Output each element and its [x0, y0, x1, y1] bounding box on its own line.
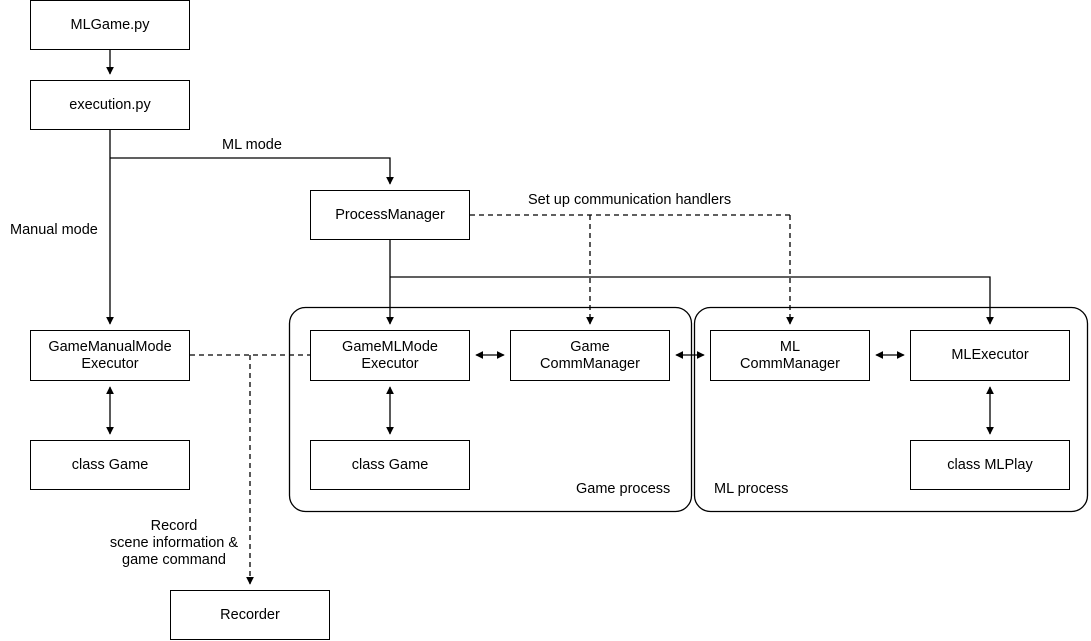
node-ml-class-game[interactable]: class Game	[310, 440, 470, 490]
node-ml-executor[interactable]: MLExecutor	[910, 330, 1070, 381]
label-manual-mode: Manual mode	[10, 222, 98, 238]
label-ml-process: ML process	[714, 481, 789, 497]
node-process-manager[interactable]: ProcessManager	[310, 190, 470, 240]
ml-process-container	[693, 306, 1089, 513]
node-game-manual-mode-executor[interactable]: GameManualMode Executor	[30, 330, 190, 381]
node-manual-class-game[interactable]: class Game	[30, 440, 190, 490]
node-mlgame-py[interactable]: MLGame.py	[30, 0, 190, 50]
edge-processmanager-to-mlexecutor	[390, 276, 994, 325]
edge-ml-mode	[110, 157, 394, 185]
label-record-scene-information: Record scene information & game command	[109, 518, 239, 568]
node-recorder[interactable]: Recorder	[170, 590, 330, 640]
node-class-mlplay[interactable]: class MLPlay	[910, 440, 1070, 490]
node-game-ml-mode-executor[interactable]: GameMLMode Executor	[310, 330, 470, 381]
node-execution-py[interactable]: execution.py	[30, 80, 190, 130]
label-ml-mode: ML mode	[222, 137, 282, 153]
game-process-container	[288, 306, 693, 513]
node-game-comm-manager[interactable]: Game CommManager	[510, 330, 670, 381]
label-setup-communication-handlers: Set up communication handlers	[528, 192, 732, 208]
label-game-process: Game process	[576, 481, 671, 497]
node-ml-comm-manager[interactable]: ML CommManager	[710, 330, 870, 381]
